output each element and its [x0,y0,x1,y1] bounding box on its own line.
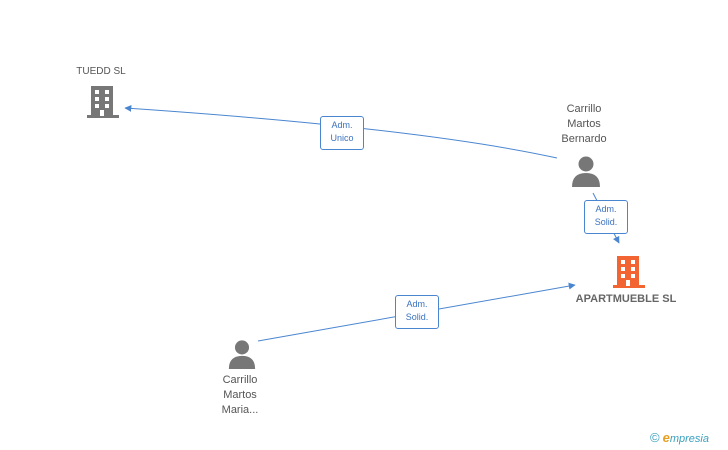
person-label-line: Bernardo [561,133,607,145]
person-label-line: Carrillo [222,374,258,386]
brand-name: mpresia [669,433,709,445]
edge-label-adm-unico[interactable]: Adm. Unico [320,116,364,150]
edge-label-line: Adm. [406,299,428,309]
person-label-line: Carrillo [566,103,602,115]
person-label-line: Martos [567,118,601,130]
brand-initial: e [662,430,670,445]
edge-label-adm-solid[interactable]: Adm. Solid. [395,295,439,329]
edge-label-line: Adm. [595,204,617,214]
edge-label-adm-solid[interactable]: Adm. Solid. [584,200,628,234]
building-icon[interactable] [613,253,645,289]
person-icon[interactable] [227,339,257,369]
person-icon[interactable] [571,155,601,187]
company-label-tuedd[interactable]: TUEDD SL [76,66,126,77]
person-label-maria[interactable]: Carrillo Martos Maria... [200,373,280,418]
company-label-apartmueble[interactable]: APARTMUEBLE SL [575,293,677,305]
empresia-watermark: ©empresia [650,430,709,445]
edge-label-line: Adm. [331,120,353,130]
edge-label-line: Solid. [405,312,429,322]
copyright-icon: © [650,430,660,445]
person-label-line: Maria... [221,404,259,416]
edge-label-line: Unico [330,133,354,143]
building-icon[interactable] [87,83,119,119]
edge-bernardo-tuedd [124,104,558,159]
person-label-bernardo[interactable]: Carrillo Martos Bernardo [544,102,624,147]
person-label-line: Martos [223,389,257,401]
edge-label-line: Solid. [594,217,618,227]
